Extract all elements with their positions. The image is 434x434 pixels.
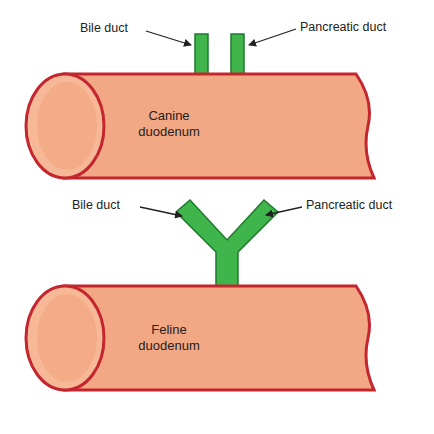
duct-label: Pancreatic duct bbox=[306, 198, 392, 212]
leader-arrow bbox=[140, 207, 182, 216]
duct-label: Bile duct bbox=[80, 21, 128, 35]
duodenum-tube bbox=[24, 72, 376, 180]
duodenum-label: Feline duodenum bbox=[124, 322, 214, 354]
leader-arrow bbox=[146, 31, 191, 45]
duodenum-tube bbox=[24, 284, 376, 392]
duodenum-label: Canine duodenum bbox=[124, 108, 214, 140]
duct-label: Bile duct bbox=[72, 198, 120, 212]
leader-arrow bbox=[266, 207, 302, 215]
duodenum-node: Feline duodenum bbox=[24, 284, 376, 392]
pancreatic-duct-tube bbox=[231, 34, 244, 74]
bile-duct-tube bbox=[195, 34, 208, 74]
duct-label: Pancreatic duct bbox=[300, 20, 386, 34]
leader-arrow bbox=[249, 29, 296, 45]
common-duct-tube bbox=[176, 200, 278, 286]
duodenum-node: Canine duodenum bbox=[24, 72, 376, 180]
